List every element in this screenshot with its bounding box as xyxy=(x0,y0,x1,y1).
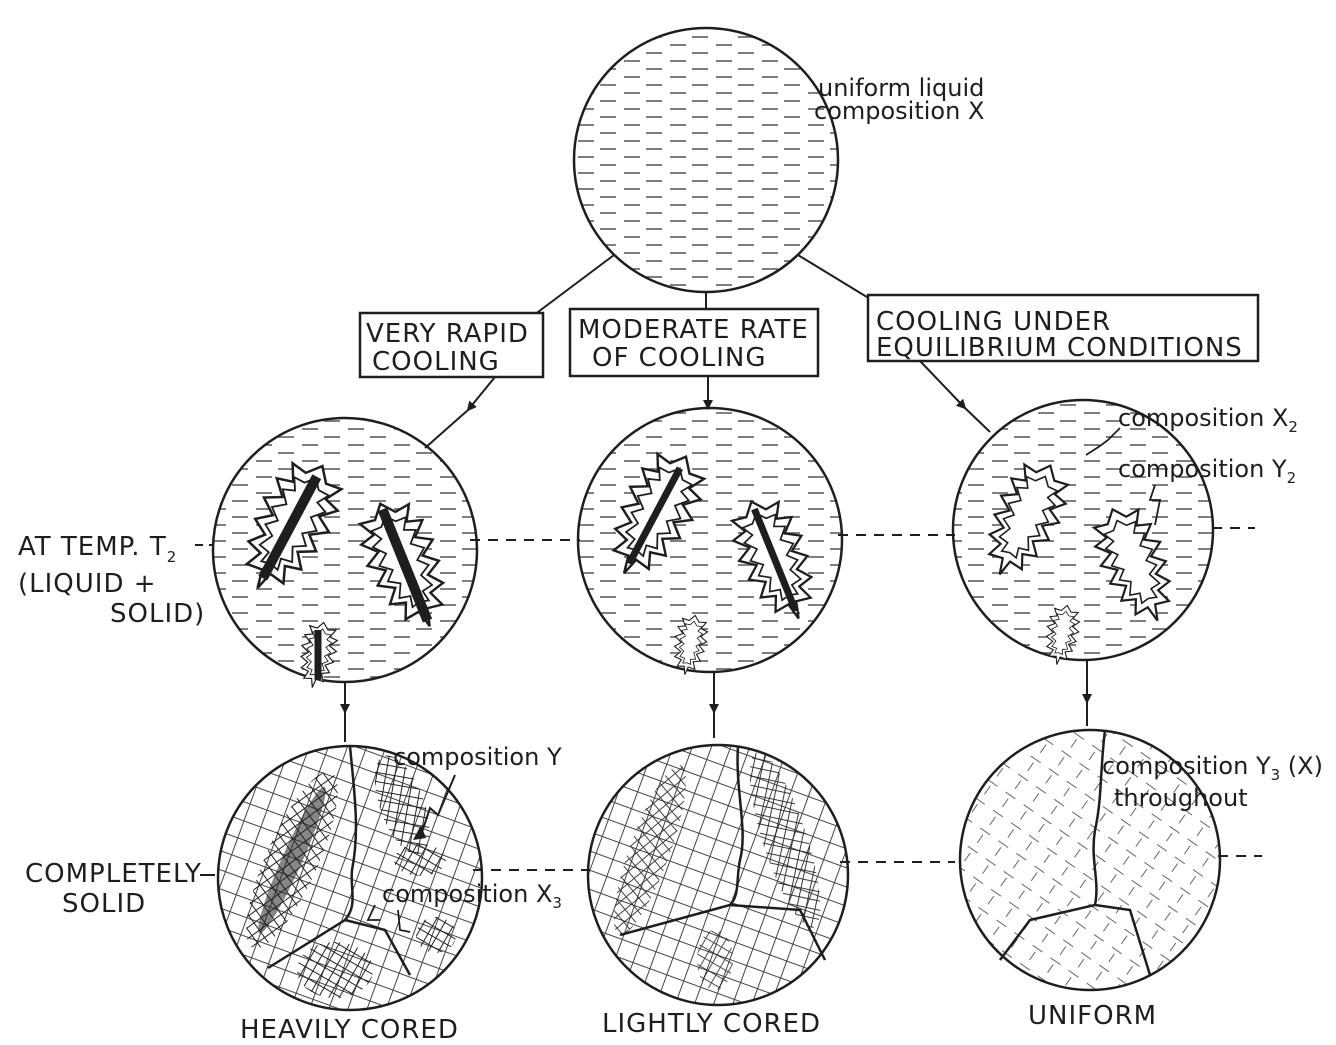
row-label-temp-line3: SOLID) xyxy=(110,599,205,629)
circle-rapid-liquid-solid xyxy=(213,418,477,691)
circle-moderate-liquid-solid xyxy=(578,408,842,677)
box-very-rapid-line1: VERY RAPID xyxy=(366,319,529,349)
annotation-composition-x2: composition X2 xyxy=(1118,404,1298,436)
top-label-line2: composition X xyxy=(814,97,984,125)
box-equilibrium-line2: EQUILIBRIUM CONDITIONS xyxy=(876,333,1243,363)
arrow-right-to-circle xyxy=(965,408,990,432)
box-moderate-line1: MODERATE RATE xyxy=(578,315,809,345)
result-lightly-cored: LIGHTLY CORED xyxy=(602,1009,821,1039)
row-label-solid-line2: SOLID xyxy=(62,889,146,919)
annotation-composition-y: composition Y xyxy=(393,743,562,771)
annotation-composition-y2: composition Y2 xyxy=(1118,455,1296,487)
result-heavily-cored: HEAVILY CORED xyxy=(240,1015,459,1045)
liquid-circle xyxy=(574,28,838,292)
arrow-box-right xyxy=(920,361,965,408)
circle-heavily-cored xyxy=(218,746,482,1010)
box-moderate-line2: OF COOLING xyxy=(592,343,767,373)
row-label-temp-line1: AT TEMP. T2 xyxy=(18,532,177,566)
box-moderate: MODERATE RATE OF COOLING xyxy=(570,309,818,376)
box-very-rapid-line2: COOLING xyxy=(372,347,500,377)
box-equilibrium: COOLING UNDER EQUILIBRIUM CONDITIONS xyxy=(868,295,1258,363)
arrow-box-left xyxy=(468,377,495,410)
circle-lightly-cored xyxy=(588,745,848,1005)
circle-equilibrium-liquid-solid xyxy=(953,400,1213,667)
annotation-composition-x3: composition X3 xyxy=(382,880,562,912)
result-uniform: UNIFORM xyxy=(1028,1001,1157,1031)
box-very-rapid: VERY RAPID COOLING xyxy=(360,313,543,377)
annotation-composition-y3-line2: throughout xyxy=(1114,784,1248,812)
row-label-temp-line2: (LIQUID + xyxy=(18,569,157,599)
row-label-solid-line1: COMPLETELY xyxy=(25,859,202,889)
annotation-composition-y3-line1: composition Y3 (X) xyxy=(1102,752,1323,784)
arrow-left-to-circle xyxy=(425,410,468,448)
